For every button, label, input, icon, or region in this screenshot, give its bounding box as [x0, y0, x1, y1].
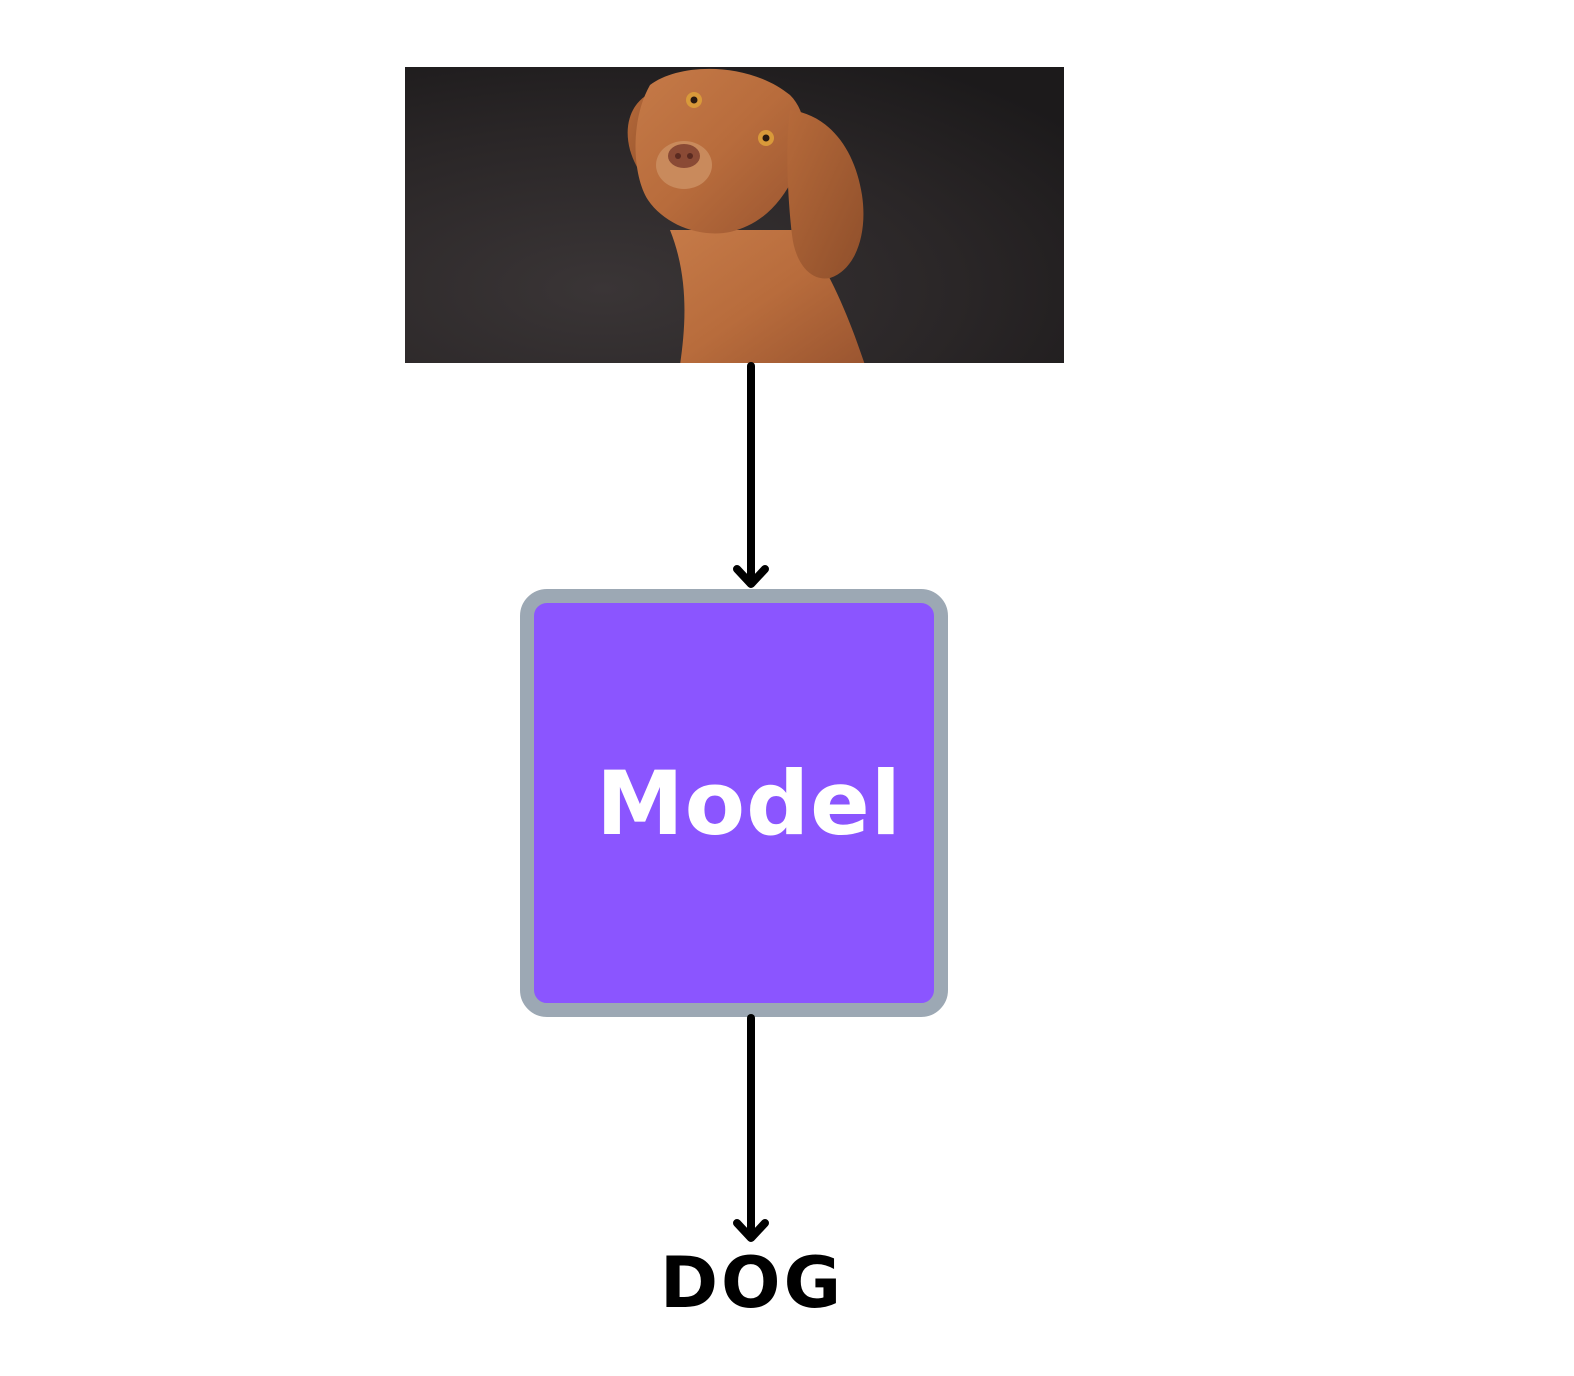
arrow-input-to-model: [733, 362, 769, 588]
output-label: DOG: [659, 1242, 845, 1324]
dog-left-pupil: [690, 96, 698, 104]
model-block: [520, 589, 948, 1017]
dog-head: [635, 68, 805, 234]
dog-nose: [668, 144, 700, 168]
dog-nostril-left: [675, 153, 681, 159]
dog-nostril-right: [687, 153, 693, 159]
arrow-model-to-output: [733, 1014, 769, 1242]
dog-right-pupil: [762, 134, 770, 142]
model-label: Model: [596, 751, 902, 855]
input-dog-image: [405, 67, 1064, 363]
dog-right-ear: [787, 110, 864, 279]
